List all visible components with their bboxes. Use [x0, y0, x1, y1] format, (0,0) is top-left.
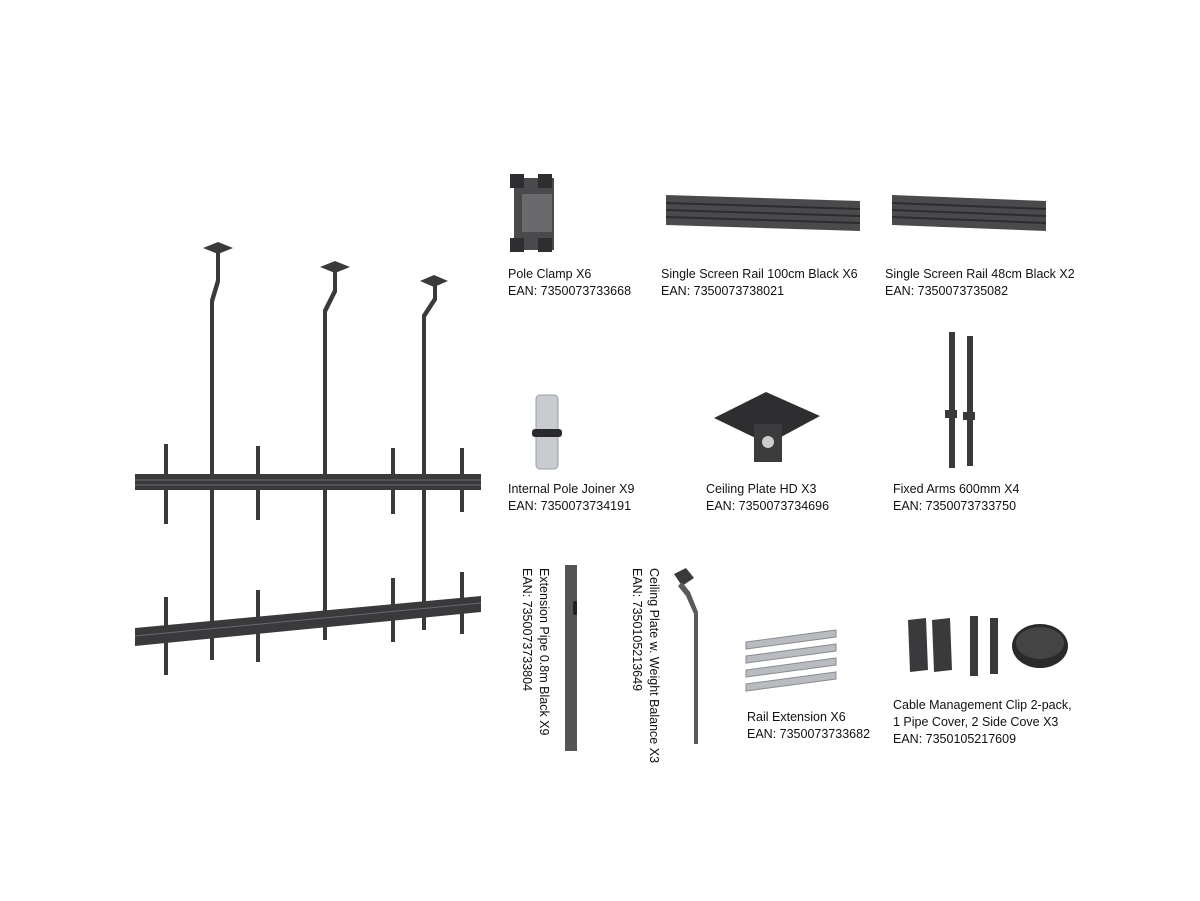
fixed-arms-image: [945, 332, 975, 468]
cable-management-clip-label: Cable Management Clip 2-pack,1 Pipe Cove…: [893, 698, 1072, 746]
screen-rail-48cm-image: [891, 195, 1047, 231]
rail-extension-image: [745, 629, 837, 692]
screen-rail-100cm-image: [665, 195, 861, 231]
cable-management-clip-image: [908, 616, 1068, 676]
ceiling-plate-hd-image: [714, 392, 820, 462]
internal-pole-joiner-image: [532, 394, 562, 470]
ceiling-plate-weight-balance-image: [674, 568, 698, 744]
pole-clamp-image: [510, 174, 554, 252]
extension-pipe-image: [565, 565, 577, 751]
